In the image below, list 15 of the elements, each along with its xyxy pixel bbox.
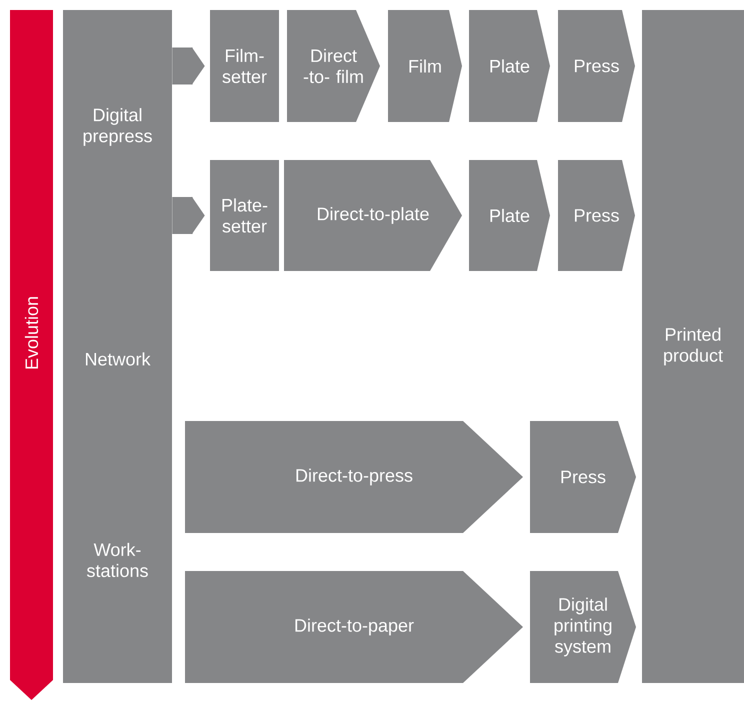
stage-box: Plate- setter — [210, 160, 279, 271]
chevron-box: Press — [558, 160, 635, 271]
chevron-box: Plate — [469, 10, 550, 122]
chevron-box: Plate — [469, 160, 550, 271]
chevron-box: Direct-to-press — [185, 421, 523, 533]
chevron-box: Digital printing system — [530, 571, 636, 683]
chevron-box: Direct-to-plate — [284, 160, 462, 271]
stage-column: Digital prepress Network Work- stations — [63, 10, 172, 683]
chevron-box: Film — [388, 10, 462, 122]
chevron-box: Direct-to-paper — [185, 571, 523, 683]
chevron-box: Press — [558, 10, 635, 122]
stage-box: Film- setter — [210, 10, 279, 122]
chevron-box: Direct -to- film — [287, 10, 380, 122]
chevron-box: Press — [530, 421, 636, 533]
stage-box: Printed product — [642, 10, 744, 683]
